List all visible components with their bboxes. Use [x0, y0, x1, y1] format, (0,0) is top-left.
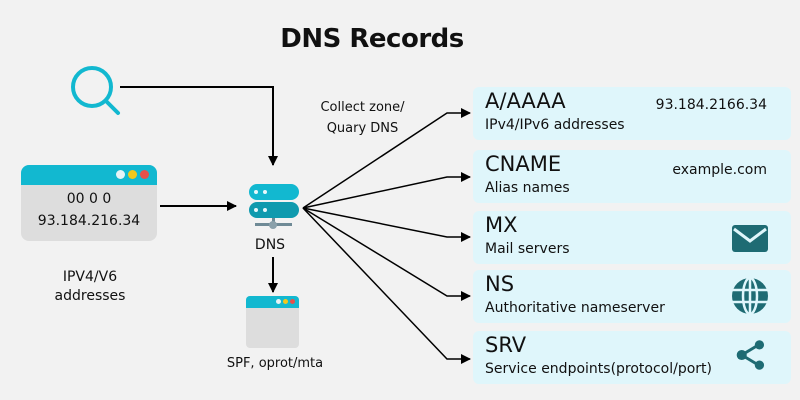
record-cname: CNAME Alias names example.com: [473, 150, 791, 203]
globe-icon: [732, 276, 768, 316]
record-type: A/AAAA: [485, 89, 566, 113]
collect-label-line1: Collect zone/: [320, 100, 405, 115]
window-dot-red: [290, 299, 295, 304]
dns-label: DNS: [254, 237, 286, 253]
collect-zone-label: Collect zone/ Quary DNS: [300, 97, 425, 139]
window-dot-yellow: [283, 299, 288, 304]
window-dot-white: [116, 170, 125, 179]
ip-caption: IPV4/V6 addresses: [20, 268, 160, 306]
record-description: Service endpoints(protocol/port): [485, 361, 713, 377]
record-type: NS: [485, 272, 515, 296]
dns-to-record-connector: [302, 108, 471, 209]
record-srv: SRV Service endpoints(protocol/port): [473, 331, 791, 384]
search-to-dns-connector: [120, 86, 278, 166]
record-type: MX: [485, 213, 518, 237]
record-description: Mail servers: [485, 241, 570, 257]
share-icon: [736, 340, 765, 370]
dns-to-record-connector: [302, 207, 471, 364]
diagram-title: DNS Records: [280, 24, 464, 54]
spf-window: [246, 296, 299, 348]
window-dot-white: [276, 299, 281, 304]
window-title-bar: [21, 165, 157, 185]
record-value: 93.184.2166.34: [655, 97, 767, 113]
dns-to-record-connector: [302, 207, 471, 301]
record-type: CNAME: [485, 152, 562, 176]
record-a-aaaa: A/AAAA IPv4/IPv6 addresses 93.184.2166.3…: [473, 87, 791, 140]
ip-window-line1: 00 0 0: [66, 191, 112, 207]
envelope-icon: [732, 225, 768, 252]
record-value: example.com: [672, 162, 767, 178]
record-description: IPv4/IPv6 addresses: [485, 117, 625, 133]
window-dot-red: [140, 170, 149, 179]
spf-caption: SPF, oprot/mta: [226, 356, 324, 371]
window-dot-yellow: [128, 170, 137, 179]
record-description: Authoritative nameserver: [485, 300, 665, 316]
record-ns: NS Authoritative nameserver: [473, 270, 791, 323]
dns-to-record-connector: [302, 172, 471, 209]
collect-label-line2: Quary DNS: [326, 121, 399, 136]
record-mx: MX Mail servers: [473, 211, 791, 264]
ip-caption-line1: IPV4/V6: [62, 269, 118, 285]
dns-to-record-connector: [302, 207, 471, 242]
ip-caption-line2: addresses: [54, 288, 126, 304]
ip-address-window: 00 0 0 93.184.216.34: [21, 165, 157, 241]
record-description: Alias names: [485, 180, 570, 196]
search-icon: [71, 66, 120, 115]
record-type: SRV: [485, 333, 527, 357]
server-icon: [249, 184, 299, 229]
ip-window-address: 93.184.216.34: [37, 213, 141, 229]
window-title-bar: [246, 296, 299, 308]
